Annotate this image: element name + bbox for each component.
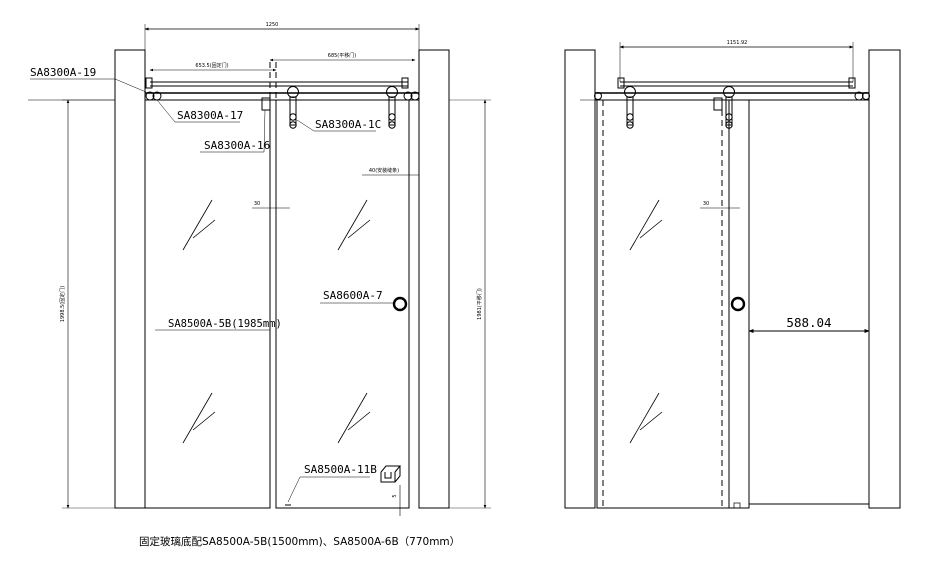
dim-fixed-text: 653.5(固定门) <box>195 62 228 69</box>
rail-end-cap-right <box>401 77 420 101</box>
stopper <box>261 97 271 111</box>
dim-overall-text: 1250 <box>266 22 279 28</box>
label-glass-fixed: SA8500A-5B(1985mm) <box>168 318 282 330</box>
right-door-handle <box>730 296 746 312</box>
sliding-glass-panel <box>275 99 410 509</box>
dim-install-gap-text: 40(安装缝条) <box>369 167 399 174</box>
right-glass-reflection <box>629 199 663 444</box>
dim-height-left-text: 1998.5(固定门) <box>59 286 66 322</box>
label-handle: SA8600A-7 <box>323 289 383 302</box>
floor-guide-icon <box>380 465 402 483</box>
right-dim-overall-text: 1151.92 <box>727 40 748 46</box>
dim-bottom-gap-text: 5 <box>392 494 398 497</box>
left-view <box>28 24 491 516</box>
rail-end-cap-left <box>145 77 162 101</box>
right-wall-right <box>868 49 901 509</box>
door-handle <box>392 296 408 312</box>
label-floor-guide: SA8500A-11B <box>304 463 377 476</box>
glass-reflection <box>182 199 371 444</box>
left-wall-left <box>114 49 146 509</box>
dim-overlap-text: 30 <box>254 201 260 207</box>
dim-height-right-text: 1981(平移门) <box>476 288 483 320</box>
label-roller-fixed: SA8300A-17 <box>177 109 243 122</box>
label-stopper: SA8300A-16 <box>204 139 270 152</box>
right-roller-right <box>723 86 735 129</box>
roller-hanger-right <box>386 86 398 129</box>
right-rail-end-right <box>848 77 870 101</box>
right-view <box>564 42 901 509</box>
label-rail-end: SA8300A-19 <box>30 66 96 79</box>
left-wall-right <box>418 49 450 509</box>
right-wall-left <box>564 49 596 509</box>
dim-sliding-text: 685(平移门) <box>328 52 356 59</box>
right-dim-opening-text: 588.04 <box>786 315 831 330</box>
right-roller-left <box>624 86 636 129</box>
right-rail-end-left <box>594 77 625 100</box>
right-dim-overlap-text: 30 <box>703 201 709 207</box>
right-sliding-panel <box>596 99 750 509</box>
right-stopper <box>713 97 723 111</box>
label-roller-slide: SA8300A-1C <box>315 118 381 131</box>
fixed-glass-panel <box>144 99 271 509</box>
caption: 固定玻璃底配SA8500A-5B(1500mm)、SA8500A-6B（770m… <box>139 535 460 548</box>
roller-hanger-left <box>287 86 299 129</box>
